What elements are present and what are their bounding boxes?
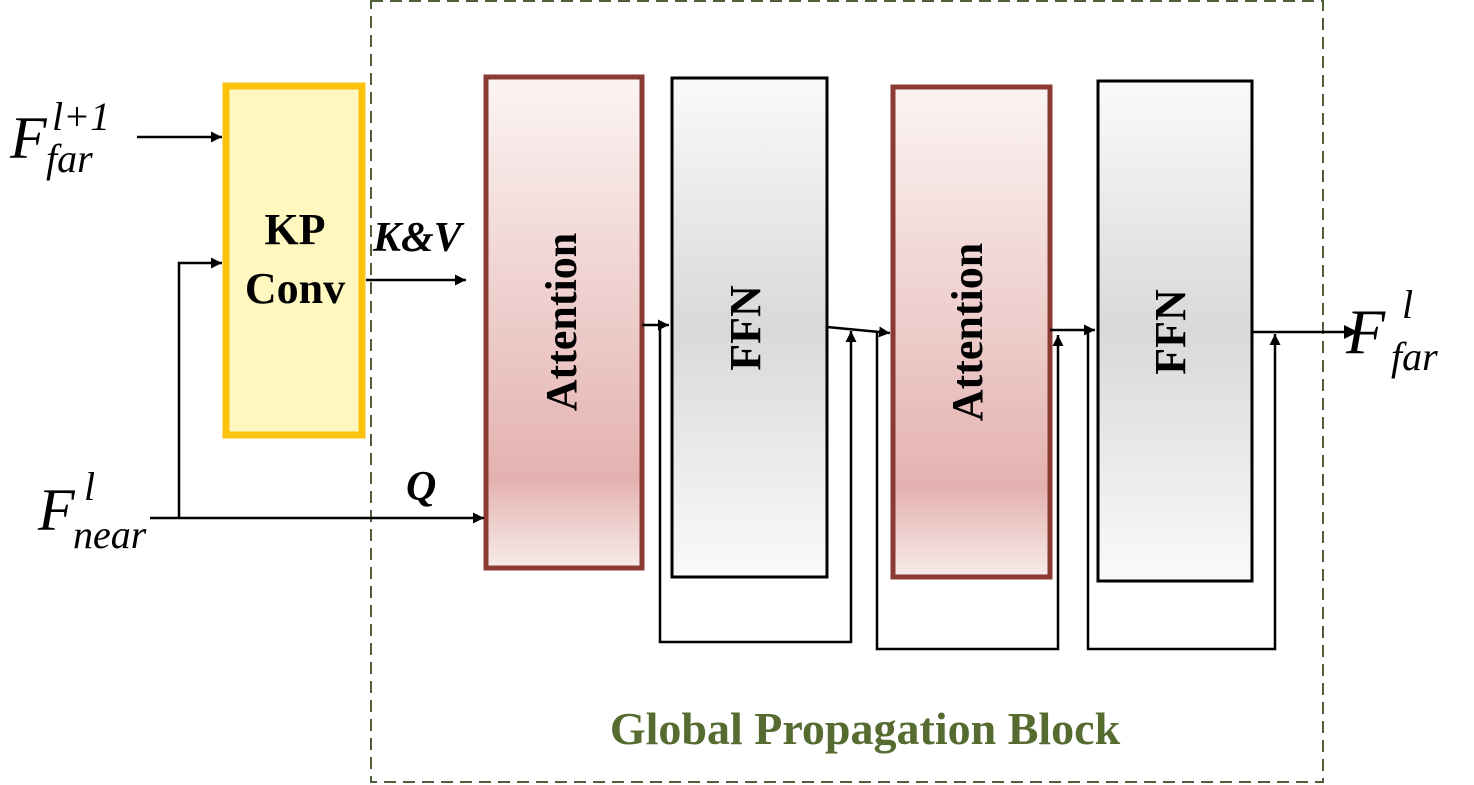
residual-ffn1 [658, 325, 857, 644]
kpconv-block [222, 82, 366, 439]
global-propagation-block-frame [370, 0, 1324, 783]
ffn-block-2-label: FFN [1146, 289, 1195, 375]
input-f-far-next-label: F l+1 far [9, 94, 110, 181]
residual-attention2 [875, 331, 1064, 651]
svg-text:F: F [37, 477, 76, 543]
edge-label-q: Q [406, 464, 436, 510]
kpconv-label-line1: KP [264, 205, 325, 254]
attention-block-2 [890, 84, 1053, 580]
kpconv-label-line2: Conv [245, 264, 345, 313]
attention-block-1-label: Attention [537, 233, 586, 411]
attention-block-2-label: Attention [943, 243, 992, 421]
edge-label-kv: K&V [372, 215, 465, 261]
arrow-ffn1-to-attention2 [826, 325, 891, 338]
residual-ffn2 [1086, 330, 1281, 651]
svg-text:F: F [9, 105, 48, 171]
attention-block-1 [483, 74, 645, 571]
svg-text:l+1: l+1 [52, 94, 110, 139]
svg-text:l: l [1402, 282, 1413, 327]
svg-text:far: far [1391, 334, 1438, 379]
connections [137, 131, 1358, 651]
ffn-block-1-label: FFN [721, 285, 770, 371]
global-propagation-block-title: Global Propagation Block [610, 703, 1121, 754]
ffn-block-1 [670, 76, 829, 579]
svg-text:near: near [73, 512, 147, 557]
svg-text:far: far [46, 136, 93, 181]
input-f-near-label: F l near [37, 464, 147, 557]
svg-text:l: l [84, 464, 95, 509]
arrow-fnear-to-kpconv [177, 257, 222, 518]
output-f-far-label: F l far [1345, 282, 1438, 379]
